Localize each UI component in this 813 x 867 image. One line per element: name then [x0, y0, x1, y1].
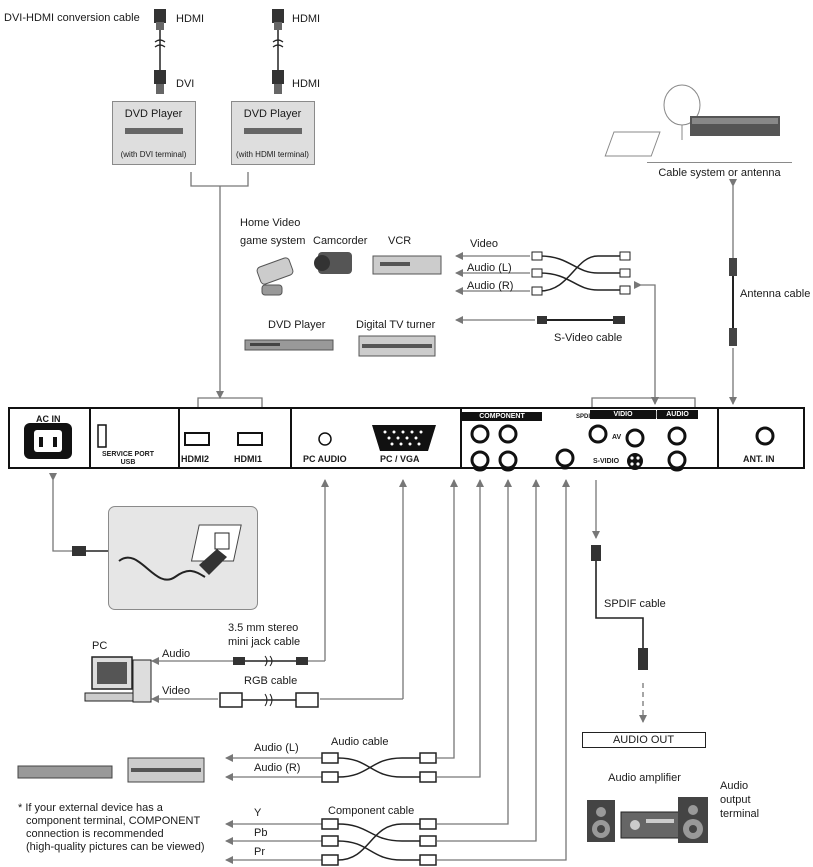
- pc-icon: [84, 656, 152, 703]
- jack-cable-label-1: 3.5 mm stereo: [228, 622, 299, 634]
- camcorder-label: Camcorder: [313, 235, 368, 247]
- camcorder-icon: [314, 252, 352, 274]
- component-note-3: connection is recommended: [26, 828, 164, 840]
- audio-out-label: AUDIO OUT: [612, 734, 675, 746]
- game-system-label: Home Video: [240, 217, 301, 229]
- power-plug-icon: [118, 524, 242, 581]
- component-note-4: (high-quality pictures can be viewed): [26, 841, 205, 853]
- pc-audio-label: PC AUDIO: [303, 454, 347, 464]
- component-y-label: Y: [254, 807, 262, 819]
- service-port-text: SERVICE PORT: [102, 451, 154, 458]
- dvd-player-icon: [17, 765, 113, 779]
- dvd-player-icon: [244, 339, 334, 351]
- service-port-label: SERVICE PORT USB: [102, 451, 154, 467]
- component-pb-label: Pb: [254, 827, 268, 839]
- usb-port-icon: [97, 424, 107, 448]
- hdmi-plug-label: HDMI: [292, 13, 321, 25]
- dvd-player-hdmi: DVD Player (with HDMI terminal): [231, 101, 315, 165]
- jack-cable-label-2: mini jack cable: [228, 636, 301, 648]
- hdmi1-port-icon: [237, 432, 263, 446]
- game-system-label-2: game system: [240, 235, 306, 247]
- dvd-player-title: DVD Player: [243, 108, 302, 120]
- dvd-player-title: DVD Player: [124, 108, 183, 120]
- hdmi1-label: HDMI1: [234, 454, 263, 464]
- hdmi-plug-icon: [272, 70, 284, 84]
- dvd-player-label: DVD Player: [268, 319, 326, 331]
- av-label: AV: [612, 434, 622, 441]
- dvd-player-dvi: DVD Player (with DVI terminal): [112, 101, 196, 165]
- hdmi-plug-icon: [154, 9, 166, 23]
- antenna-cable-label: Antenna cable: [740, 288, 811, 300]
- speaker-left-icon: [587, 800, 615, 842]
- component-pr-label: Pr: [254, 846, 265, 858]
- tv-tuner-label: Digital TV turner: [356, 319, 436, 331]
- component-note-2: component terminal, COMPONENT: [26, 815, 201, 827]
- component-audio-r-label: Audio (R): [254, 762, 301, 774]
- hdmi-plug-label: HDMI: [292, 78, 321, 90]
- speaker-right-icon: [678, 797, 708, 843]
- audio-output-terminal-label-3: terminal: [720, 808, 760, 820]
- component-audio-l-label: Audio (L): [254, 742, 299, 754]
- dvd-player-subtitle: (with DVI terminal): [120, 150, 187, 159]
- hdmi2-label: HDMI2: [181, 454, 210, 464]
- amplifier-label: Audio amplifier: [608, 772, 681, 784]
- svideo-label: S-VIDIO: [593, 458, 620, 465]
- audio-output-terminal-label-1: Audio: [720, 780, 749, 792]
- pc-label: PC: [92, 640, 108, 652]
- dvi-plug-icon: [154, 70, 166, 84]
- pc-audio-jack-icon: [318, 432, 332, 446]
- pc-vga-label: PC / VGA: [380, 454, 420, 464]
- conversion-cable-label: DVI-HDMI conversion cable: [4, 12, 140, 24]
- pc-video-signal-label: Video: [162, 685, 190, 697]
- audio-cable-label: Audio cable: [331, 736, 389, 748]
- audio-output-terminal-label-2: output: [720, 794, 751, 806]
- dvd-player-icon: [125, 128, 183, 134]
- spdif-cable-label: SPDIF cable: [604, 598, 666, 610]
- dvd-player-icon: [244, 128, 302, 134]
- video-signal-label: Video: [470, 238, 498, 250]
- video-header: VIDIO: [590, 410, 656, 419]
- game-system-icon: [256, 257, 294, 296]
- pc-audio-signal-label: Audio: [162, 648, 191, 660]
- rgb-cable-label: RGB cable: [244, 675, 298, 687]
- usb-text: USB: [120, 459, 136, 466]
- antenna-box-label: Cable system or antenna: [658, 167, 781, 179]
- hdmi2-port-icon: [184, 432, 210, 446]
- audio-header: AUDIO: [657, 410, 698, 419]
- vga-port-icon: [372, 425, 436, 451]
- component-note-1: * If your external device has a: [18, 802, 163, 814]
- ant-in-label: ANT. IN: [743, 454, 775, 464]
- audio-l-signal-label: Audio (L): [467, 262, 512, 274]
- component-header: COMPONENT: [462, 412, 542, 421]
- hdmi-plug-label: HDMI: [176, 13, 205, 25]
- dvd-player-subtitle: (with HDMI terminal): [236, 150, 309, 159]
- audio-r-signal-label: Audio (R): [467, 280, 514, 292]
- hdmi-plug-icon: [272, 9, 284, 23]
- vcr-label: VCR: [388, 235, 412, 247]
- receiver-icon: [620, 811, 682, 839]
- component-cable-label: Component cable: [328, 805, 415, 817]
- svideo-cable-label: S-Video cable: [554, 332, 623, 344]
- power-outlet-box: [108, 506, 258, 610]
- ac-in-label: AC IN: [36, 414, 61, 424]
- dvi-plug-label: DVI: [176, 78, 195, 90]
- audio-out-box: AUDIO OUT: [582, 732, 706, 748]
